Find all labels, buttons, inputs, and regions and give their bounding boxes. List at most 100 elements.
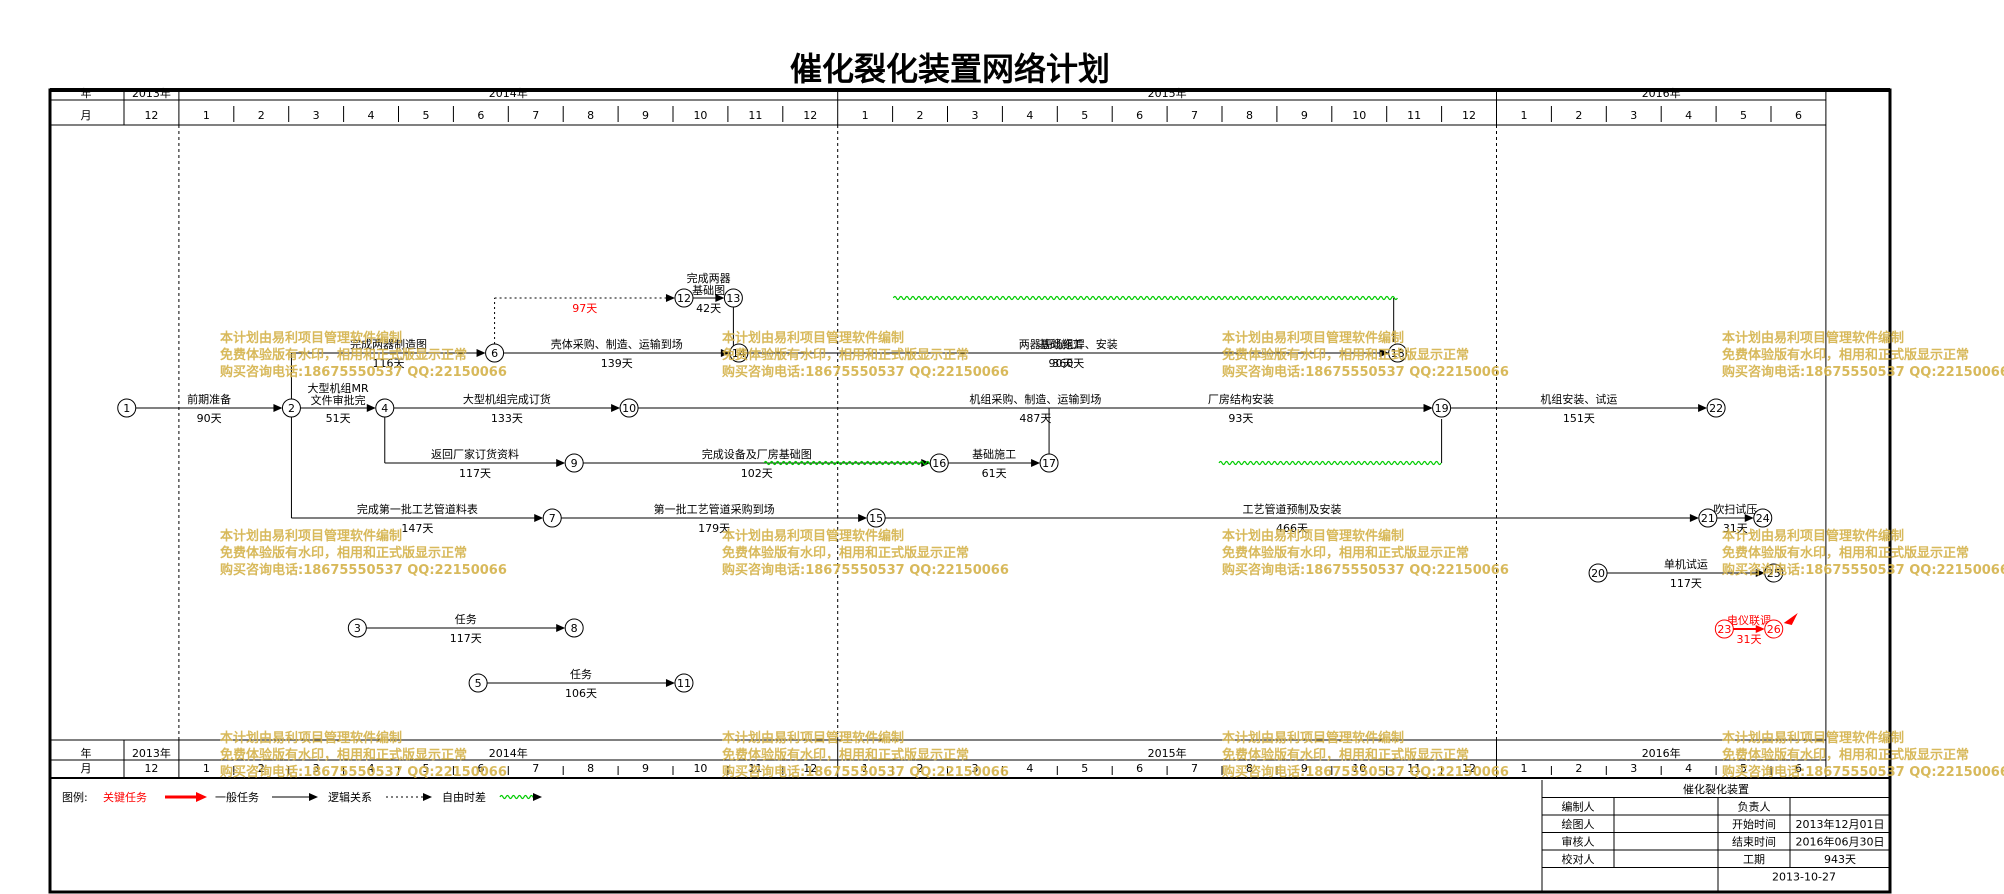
footer-month-1-9: 10 [693,762,707,775]
watermark-text: 免费体验版有水印，相用和正式版显示正常 [220,347,467,363]
header-month-2-0: 1 [862,109,869,122]
chart-title: 催化裂化装置网络计划 [790,50,1110,88]
footer-month-1-3: 4 [368,762,375,775]
node-circle [723,288,743,308]
table-value: 943天 [1824,853,1856,866]
table-label: 结束时间 [1732,836,1776,849]
node-circle [619,398,639,418]
header-month-label: 月 [81,109,92,122]
node-7: 7 [542,508,562,528]
header-month-1-6: 7 [532,109,539,122]
node-13: 13 [723,288,743,308]
watermark-text: 本计划由易利项目管理软件编制 [722,330,904,346]
node-circle [929,453,949,473]
watermark-text: 购买咨询电话:18675550537 QQ:22150066 [220,764,507,780]
node-label: 14 [732,347,746,360]
finish-flag-icon [1783,613,1798,625]
activity-name: 壳体采购、制造、运输到场 [551,337,683,351]
footer-month-2-10: 11 [1407,762,1421,775]
header-month-2-9: 10 [1352,109,1366,122]
header-month-2-6: 7 [1191,109,1198,122]
watermark-text: 购买咨询电话:18675550537 QQ:22150066 [1722,764,2004,780]
free-float-wave [1218,460,1442,466]
legend-free-wave [499,794,537,800]
watermark-text: 本计划由易利项目管理软件编制 [220,528,402,544]
footer-month-1-5: 6 [477,762,484,775]
arrow-head [1744,514,1754,522]
activity-name: 电仪联调 [1727,614,1771,627]
watermark-text: 购买咨询电话:18675550537 QQ:22150066 [220,364,507,380]
arrow-head [556,624,566,632]
activity-name: 基础施工 [1039,338,1083,351]
arrow-head [556,459,566,467]
header-month-3-2: 3 [1630,109,1637,122]
node-21: 21 [1698,508,1718,528]
node-circle [564,618,584,638]
activity-duration: 102天 [741,467,773,480]
activity-name: 机组采购、制造、运输到场 [969,392,1101,406]
node-23: 23 [1714,619,1734,639]
legend-logic-label: 逻辑关系 [328,790,372,804]
activity-duration: 360天 [1052,357,1084,370]
footer-month-2-6: 7 [1191,762,1198,775]
node-label: 21 [1701,512,1715,525]
node-circle [674,288,694,308]
free-float-wave [763,460,933,466]
activity-name: 完成设备及厂房基础图 [702,447,812,461]
header-month-1-10: 11 [748,109,762,122]
table-label: 绘图人 [1562,817,1595,831]
activity-duration: 61天 [982,467,1007,480]
activity-duration: 487天 [1019,412,1051,425]
footer-month-1-6: 7 [532,762,539,775]
header-month-2-11: 12 [1462,109,1476,122]
header-month-2-3: 4 [1026,109,1033,122]
node-label: 11 [677,677,691,690]
arrow-head [720,349,730,357]
footer-month-2-7: 8 [1246,762,1253,775]
node-label: 6 [491,347,498,360]
footer-month-1-10: 11 [748,762,762,775]
node-4: 4 [375,398,395,418]
activity-duration: 93天 [1228,412,1253,425]
header-month-3-4: 5 [1740,109,1747,122]
arrow-head [1031,459,1041,467]
arrow-head [715,294,725,302]
activity-duration: 151天 [1563,412,1595,425]
footer-month-3-1: 2 [1575,762,1582,775]
watermark-text: 购买咨询电话:18675550537 QQ:22150066 [220,562,507,578]
node-label: 12 [677,292,691,305]
header-month-1-5: 6 [477,109,484,122]
header-month-2-4: 5 [1081,109,1088,122]
activity-duration: 42天 [696,302,721,315]
header-month-3-1: 2 [1575,109,1582,122]
activity-name: 返回厂家订货资料 [431,447,519,461]
node-15: 15 [866,508,886,528]
footer-month-2-2: 3 [971,762,978,775]
node-6: 6 [485,343,505,363]
footer-month-2-9: 10 [1352,762,1366,775]
arrow-head [273,404,283,412]
activity-name: 任务 [455,613,477,626]
header-year-label: 年 [81,86,92,100]
footer-year-1: 2014年 [489,746,528,760]
node-circle [729,343,749,363]
activity-duration: 466天 [1276,522,1308,535]
activity-duration: 147天 [401,522,433,535]
node-16: 16 [929,453,949,473]
header-month-1-7: 8 [587,109,594,122]
footer-month-1-0: 1 [203,762,210,775]
node-17: 17 [1039,453,1059,473]
footer-year-3: 2016年 [1642,746,1681,760]
watermark-text: 免费体验版有水印，相用和正式版显示正常 [722,347,969,363]
table-label: 负责人 [1738,800,1771,814]
node-label: 7 [549,512,556,525]
watermark-text: 免费体验版有水印，相用和正式版显示正常 [220,747,467,763]
table-label: 审核人 [1562,835,1595,849]
activity-name: 完成两器制造图 [350,337,427,351]
watermark-text: 购买咨询电话:18675550537 QQ:22150066 [722,364,1009,380]
footer-month-2-1: 2 [917,762,924,775]
